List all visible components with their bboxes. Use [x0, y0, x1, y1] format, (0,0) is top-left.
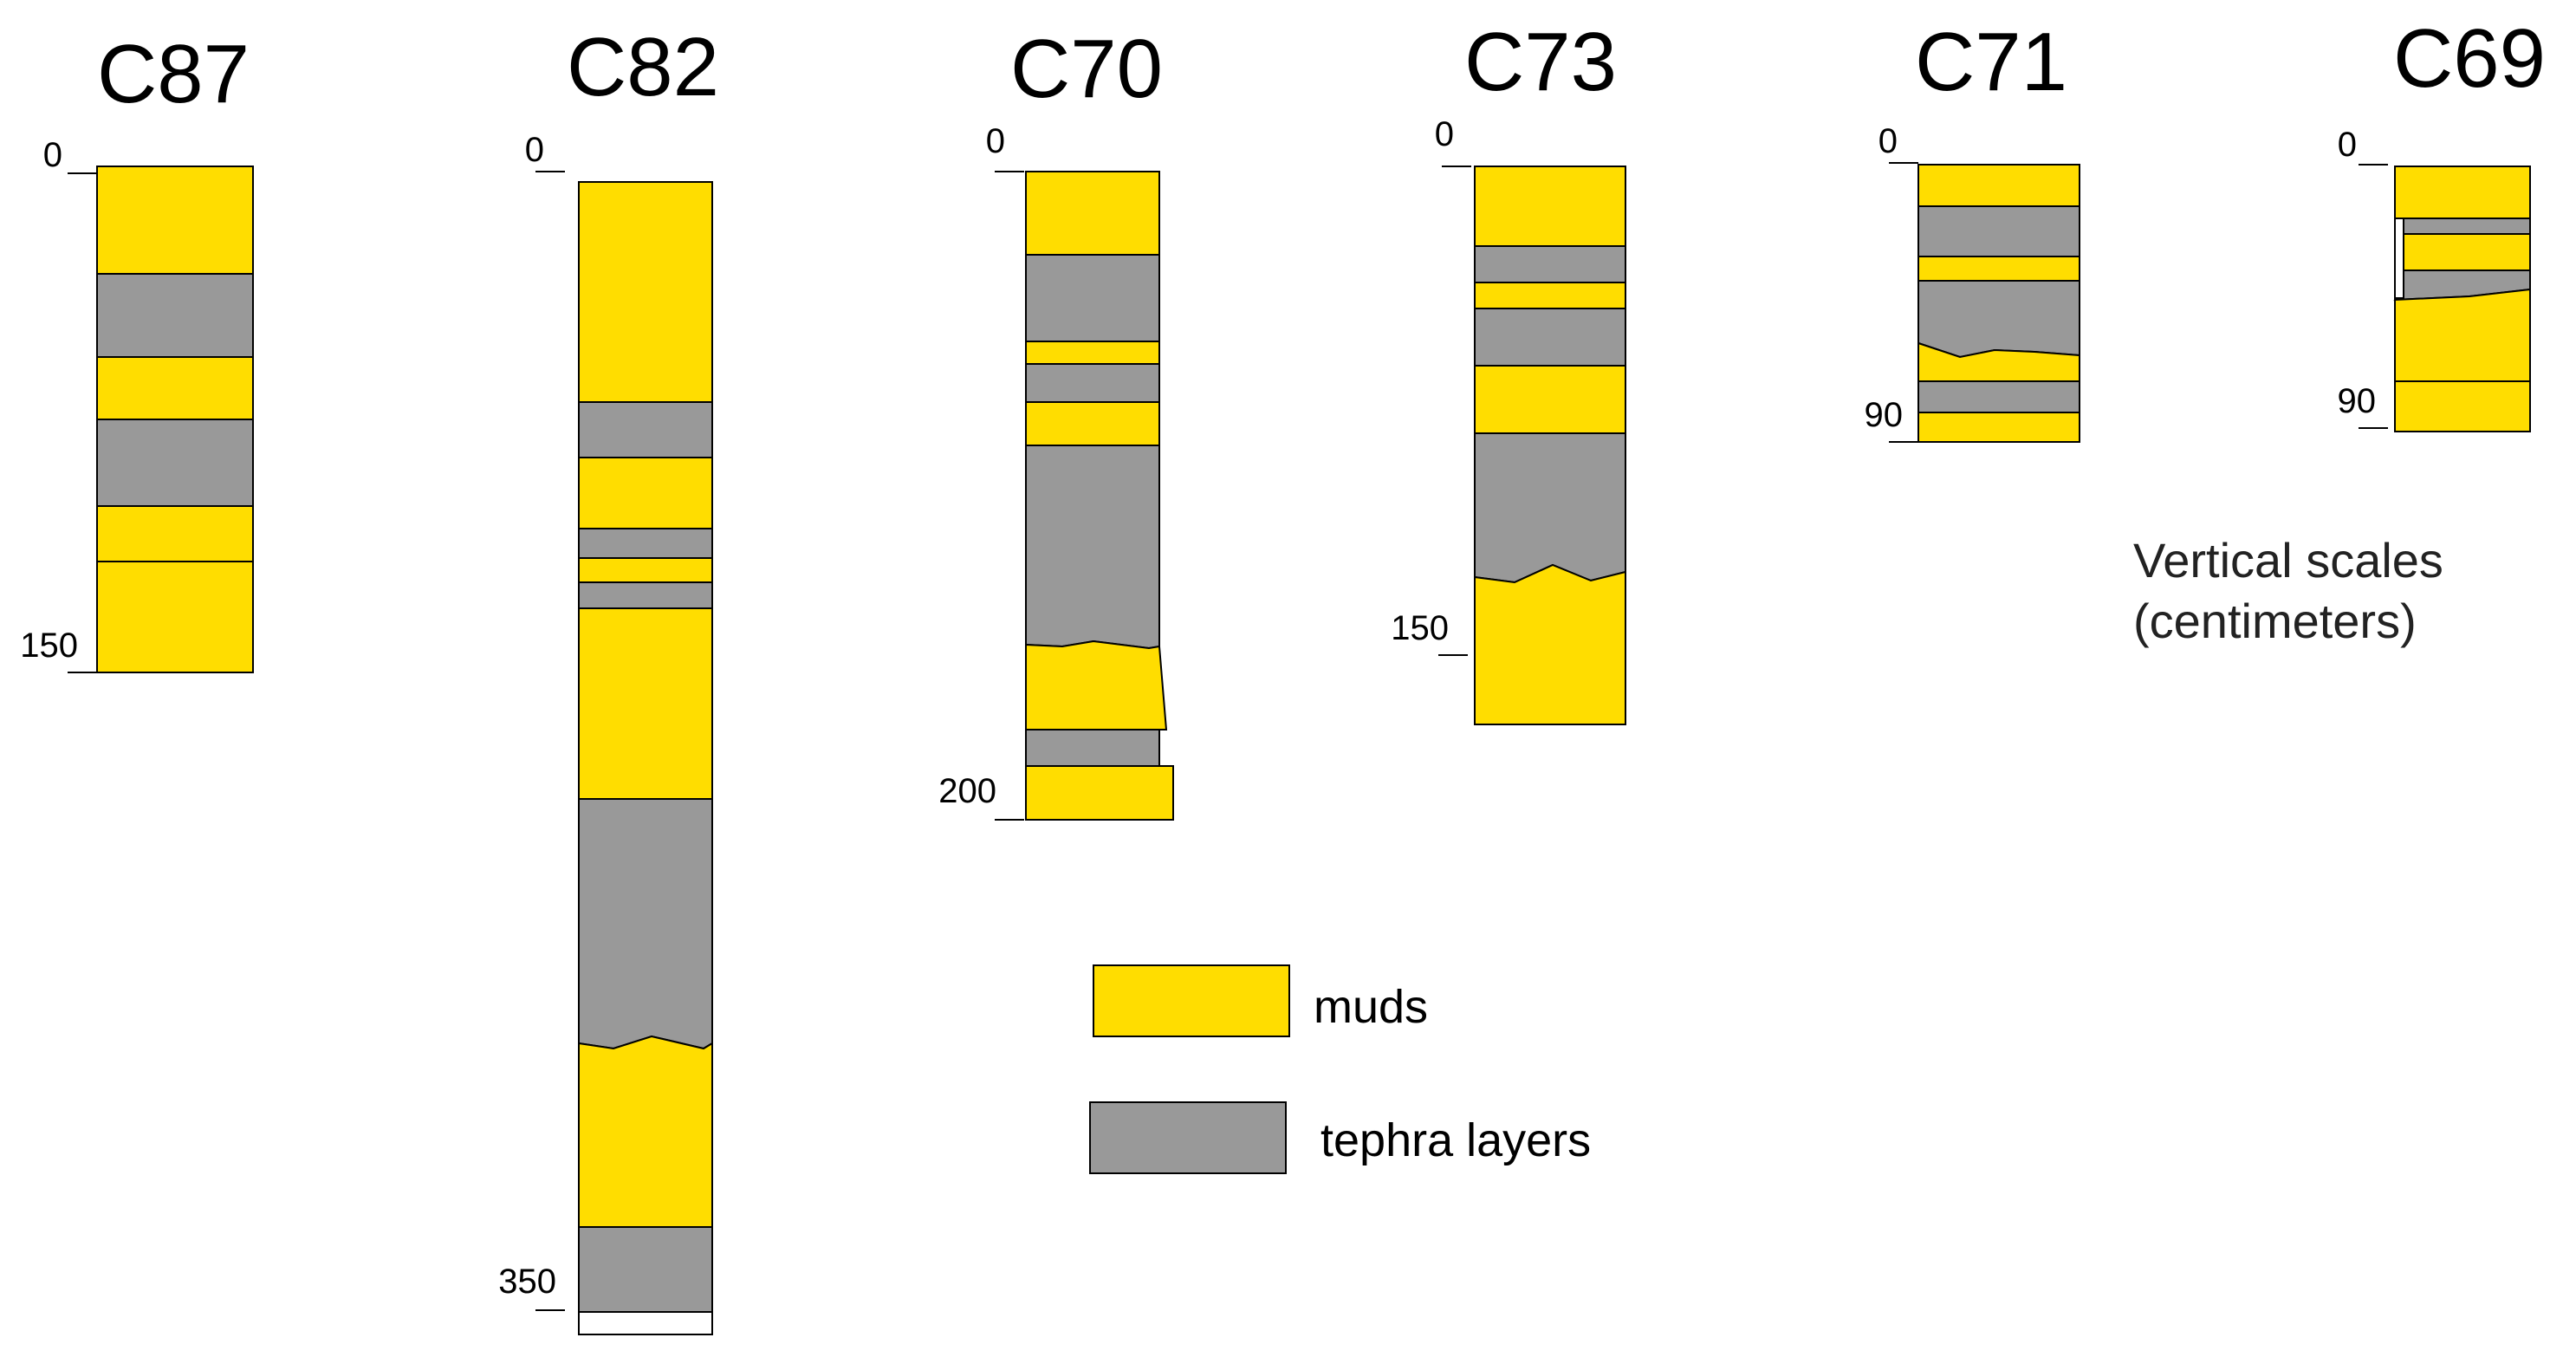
depth-label-bottom: 90	[1865, 396, 1904, 434]
core-c70: C70 0 200	[938, 23, 1174, 821]
depth-label-top: 0	[1435, 115, 1454, 153]
tephra-layer	[1025, 254, 1160, 342]
tephra-layer	[578, 798, 713, 1050]
depth-label-bottom: 200	[938, 772, 996, 810]
mud-layer	[96, 356, 254, 420]
mud-layer	[578, 607, 713, 800]
tephra-layer	[578, 528, 713, 559]
empty-section	[578, 1311, 713, 1335]
tephra-layer	[96, 419, 254, 507]
core-c73: C73 0 150	[1391, 16, 1626, 725]
tephra-layer	[578, 1226, 713, 1313]
tephra-layer	[1474, 432, 1626, 584]
mud-layer	[96, 166, 254, 275]
tephra-layer	[1917, 280, 2080, 359]
core-c87: C87 0 150	[20, 28, 254, 673]
scale-note-line2: (centimeters)	[2133, 594, 2417, 648]
tephra-layer	[1025, 363, 1160, 403]
depth-label-top: 0	[1878, 122, 1898, 160]
mud-layer	[1474, 365, 1626, 434]
depth-label-bottom: 350	[498, 1263, 556, 1301]
core-title: C87	[97, 28, 250, 120]
mud-layer	[578, 1035, 713, 1228]
tephra-layer	[578, 401, 713, 458]
core-c71: C71 0 90	[1865, 16, 2080, 443]
mud-layer	[96, 561, 254, 673]
core-title: C73	[1464, 16, 1617, 108]
mud-layer	[578, 181, 713, 403]
tephra-layer	[1025, 445, 1160, 650]
core-c69: C69 0 90	[2338, 12, 2546, 432]
mud-layer	[1474, 166, 1626, 247]
mud-layer	[1474, 563, 1626, 725]
depth-label-bottom: 150	[20, 627, 78, 665]
mud-layer	[578, 457, 713, 529]
mud-layer	[1025, 765, 1174, 821]
mud-layer	[96, 505, 254, 562]
tephra-layer	[1474, 245, 1626, 283]
mud-layer	[578, 557, 713, 583]
core-c82: C82 0 350	[498, 21, 719, 1335]
scale-note: Vertical scales (centimeters)	[2133, 533, 2443, 648]
legend-label-muds: muds	[1314, 981, 1428, 1033]
tephra-layer	[2403, 218, 2531, 235]
mud-layer	[1025, 401, 1160, 446]
mud-layer	[1474, 282, 1626, 309]
tephra-layer	[1917, 380, 2080, 413]
core-title: C71	[1915, 16, 2067, 108]
tephra-layer	[1917, 205, 2080, 257]
depth-label-bottom: 90	[2338, 382, 2377, 420]
mud-layer	[2394, 166, 2531, 219]
mud-layer	[1917, 412, 2080, 443]
tephra-layer	[1474, 308, 1626, 367]
depth-label-bottom: 150	[1391, 609, 1449, 647]
mud-layer	[1917, 256, 2080, 282]
mud-layer	[2394, 288, 2531, 382]
mud-layer	[1025, 171, 1160, 256]
depth-label-top: 0	[525, 131, 544, 169]
mud-layer	[2403, 233, 2531, 271]
scale-note-line1: Vertical scales	[2133, 533, 2443, 588]
mud-layer	[2394, 380, 2531, 432]
depth-label-top: 0	[2338, 126, 2357, 164]
legend-swatch-tephra	[1089, 1101, 1287, 1174]
depth-label-top: 0	[43, 136, 62, 174]
mud-layer	[1025, 640, 1168, 730]
mud-layer	[1025, 341, 1160, 365]
tephra-layer	[578, 581, 713, 609]
core-title: C82	[567, 21, 719, 114]
mud-layer	[1917, 164, 2080, 207]
legend-label-tephra: tephra layers	[1320, 1114, 1591, 1166]
tephra-layer	[1025, 729, 1160, 767]
empty-section	[2394, 218, 2404, 299]
depth-label-top: 0	[986, 122, 1005, 160]
tephra-layer	[96, 273, 254, 358]
legend-swatch-muds	[1093, 964, 1290, 1037]
core-title: C69	[2393, 12, 2546, 105]
core-title: C70	[1010, 23, 1163, 115]
legend: muds tephra layers	[1089, 964, 1591, 1174]
